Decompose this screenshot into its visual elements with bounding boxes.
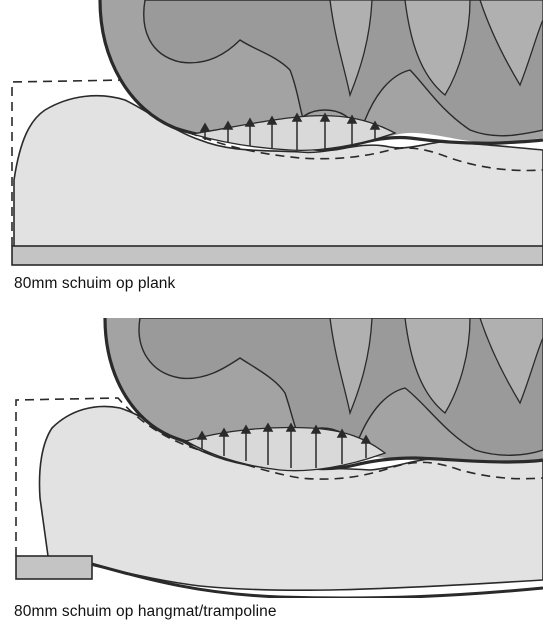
caption-hammock: 80mm schuim op hangmat/trampoline bbox=[14, 603, 277, 621]
panel-hammock: 80mm schuim op hangmat/trampoline bbox=[0, 318, 543, 627]
caption-plank: 80mm schuim op plank bbox=[14, 275, 175, 293]
foam-on-hammock-illustration bbox=[0, 318, 543, 598]
foam-on-plank-illustration bbox=[0, 0, 543, 270]
plank-board bbox=[16, 556, 92, 579]
plank-board bbox=[12, 246, 543, 265]
panel-plank: 80mm schuim op plank bbox=[0, 0, 543, 300]
